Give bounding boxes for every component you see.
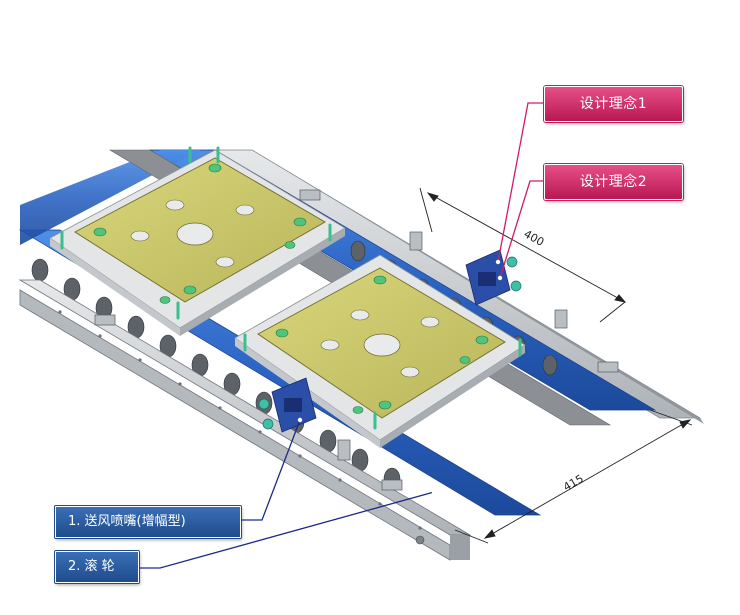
dimension-415 [454, 409, 693, 544]
sensor-brackets [94, 189, 619, 491]
leader-dot-1 [495, 259, 501, 265]
leader-lines [137, 102, 545, 569]
leader-dot-3 [297, 417, 303, 423]
design-concept-1-button[interactable]: 设计理念1 [544, 86, 683, 122]
leader-dot-2 [497, 275, 503, 281]
air-nozzle-label[interactable]: 1. 送风喷嘴(增幅型) [55, 506, 241, 538]
roller-row-front [31, 258, 401, 491]
air-nozzle-1 [465, 249, 522, 306]
roller-label[interactable]: 2. 滚 轮 [55, 551, 139, 583]
front-rail [18, 279, 472, 561]
leader-dot-4 [431, 489, 437, 495]
dimension-400 [419, 187, 627, 323]
pallet-1 [49, 146, 346, 336]
dimension-415-label: 415 [561, 472, 586, 494]
dimension-400-label: 400 [522, 227, 547, 249]
air-nozzle-2 [258, 377, 317, 433]
design-concept-2-button[interactable]: 设计理念2 [544, 164, 683, 200]
